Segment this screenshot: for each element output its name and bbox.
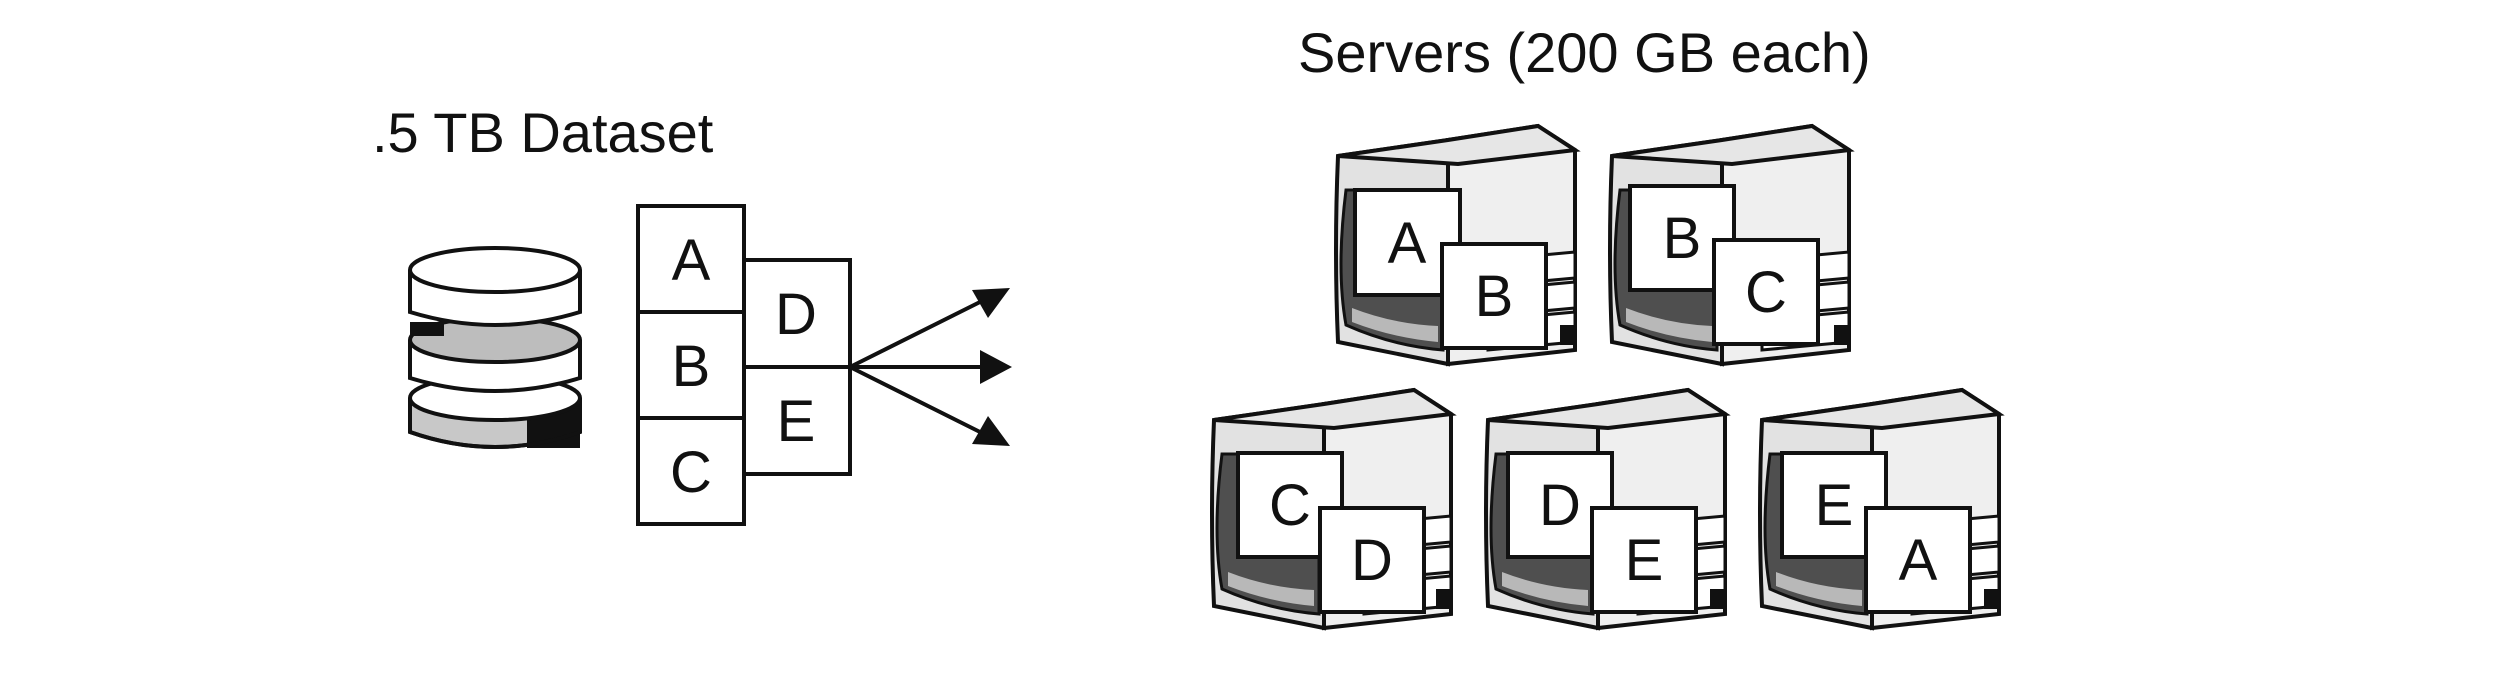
svg-text:B: B [1663, 206, 1702, 271]
server-4-block-back [1506, 451, 1614, 559]
dataset-block-e: E [741, 365, 852, 476]
dataset-block-b: B [636, 310, 746, 420]
svg-text:B: B [1475, 264, 1514, 329]
server-5: E A [1758, 388, 2001, 630]
dataset-block-d: D [741, 258, 852, 369]
svg-text:E: E [777, 389, 816, 454]
svg-text:C: C [1269, 473, 1311, 538]
svg-text:D: D [1539, 473, 1581, 538]
svg-text:C: C [1745, 260, 1787, 325]
svg-text:D: D [1351, 528, 1393, 593]
dataset-block-c: C [636, 416, 746, 526]
arrow-up [849, 300, 981, 369]
server-5-block-front [1864, 506, 1972, 614]
server-4-block-front [1590, 506, 1698, 614]
database-icon [408, 246, 582, 449]
svg-text:A: A [1899, 528, 1938, 593]
dataset-block-a: A [636, 204, 746, 314]
server-2-block-front [1712, 238, 1820, 346]
svg-text:E: E [1625, 528, 1664, 593]
server-1-block-front [1440, 242, 1548, 350]
svg-text:E: E [1815, 473, 1854, 538]
svg-text:A: A [1388, 211, 1427, 276]
distribution-arrows [849, 288, 1012, 446]
server-3-block-front [1318, 506, 1426, 614]
svg-text:C: C [670, 440, 712, 505]
server-1: A B [1334, 124, 1577, 366]
svg-text:A: A [672, 228, 711, 293]
svg-text:D: D [775, 282, 817, 347]
dataset-title: .5 TB Dataset [372, 101, 714, 164]
server-4: D E [1484, 388, 1727, 630]
svg-text:B: B [672, 334, 711, 399]
arrow-down [849, 365, 981, 434]
server-2: B C [1608, 124, 1851, 366]
server-3: C D [1210, 388, 1453, 630]
servers-title: Servers (200 GB each) [1298, 21, 1871, 84]
